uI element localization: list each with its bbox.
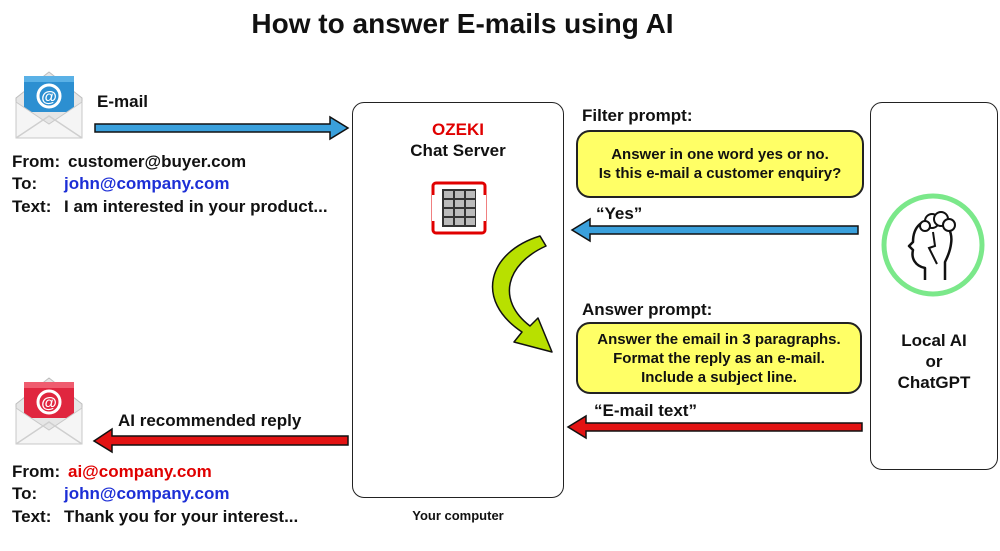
filter-prompt-line-1: Answer in one word yes or no. <box>611 146 829 163</box>
svg-text:@: @ <box>41 395 57 412</box>
diagram-title: How to answer E-mails using AI <box>251 8 674 39</box>
filter-prompt-bubble: Answer in one word yes or no. Is this e-… <box>576 130 864 198</box>
answer-prompt-line-2: Format the reply as an e-mail. <box>613 349 825 367</box>
incoming-from-label: From: <box>12 152 61 171</box>
ai-label-line-3: ChatGPT <box>897 373 971 392</box>
answer-prompt-line-1: Answer the email in 3 paragraphs. <box>597 330 841 348</box>
svg-text:@: @ <box>41 89 57 106</box>
answer-prompt-line-3: Include a subject line. <box>641 368 797 386</box>
chat-server-box <box>352 102 564 498</box>
outgoing-from-value: ai@company.com <box>68 462 212 481</box>
email-text-response-text: “E-mail text” <box>594 401 697 420</box>
outgoing-text-value: Thank you for your interest... <box>64 507 299 526</box>
incoming-email-label: E-mail <box>97 92 149 111</box>
ai-label-line-2: or <box>925 352 943 371</box>
email-envelope-blue-icon: @ <box>12 66 86 142</box>
ai-label: Local AI or ChatGPT <box>870 330 998 393</box>
outgoing-to-value: john@company.com <box>64 484 230 503</box>
filter-prompt-header: Filter prompt: <box>582 106 693 125</box>
server-caption: Your computer <box>412 508 504 523</box>
incoming-to-value: john@company.com <box>64 174 230 193</box>
incoming-text-label: Text: <box>12 197 52 216</box>
answer-prompt-header: Answer prompt: <box>582 300 713 319</box>
answer-prompt-bubble: Answer the email in 3 paragraphs. Format… <box>576 322 862 394</box>
server-brand: OZEKI <box>432 120 484 139</box>
outgoing-to-label: To: <box>12 484 38 503</box>
incoming-from-value: customer@buyer.com <box>68 152 247 171</box>
server-name: Chat Server <box>410 141 506 160</box>
outgoing-reply-label: AI recommended reply <box>118 411 302 430</box>
phone-keypad-icon <box>431 181 487 235</box>
incoming-text-value: I am interested in your product... <box>64 197 328 216</box>
outgoing-text-label: Text: <box>12 507 52 526</box>
yes-response-text: “Yes” <box>596 204 643 223</box>
ai-head-icon <box>875 192 991 298</box>
filter-prompt-line-2: Is this e-mail a customer enquiry? <box>598 165 842 182</box>
ai-label-line-1: Local AI <box>901 331 967 350</box>
email-envelope-red-icon: @ <box>12 372 86 448</box>
incoming-to-label: To: <box>12 174 38 193</box>
outgoing-from-label: From: <box>12 462 61 481</box>
